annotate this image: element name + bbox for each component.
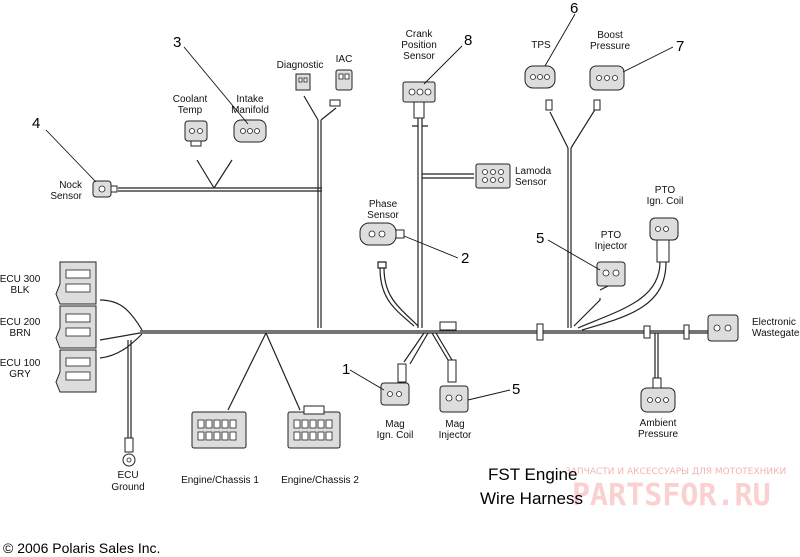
tps-connector — [524, 65, 556, 89]
engine-chassis-2-label: Engine/Chassis 2 — [281, 475, 359, 486]
callout-7: 7 — [676, 38, 684, 55]
phase-sensor-label-2: Sensor — [367, 210, 399, 221]
callout-4: 4 — [32, 115, 40, 132]
intake-manifold-label-2: Manifold — [231, 105, 269, 116]
electronic-wastegate-label-1: Electronic — [752, 317, 796, 328]
ambient-pressure-label-1: Ambient — [640, 418, 677, 429]
crank-position-label-1: Crank — [406, 29, 434, 40]
callout-2: 2 — [461, 250, 469, 267]
copyright-notice: © 2006 Polaris Sales Inc. — [3, 540, 160, 556]
callout-1: 1 — [342, 361, 350, 378]
lambda-sensor-label-2: Sensor — [515, 177, 547, 188]
mag-injector-label-2: Injector — [439, 430, 472, 441]
phase-sensor-label-1: Phase — [369, 199, 398, 210]
pto-ign-coil-label-2: Ign. Coil — [647, 196, 684, 207]
tps-label: TPS — [531, 40, 551, 51]
boost-pressure-connector — [589, 65, 625, 91]
harness-wires — [99, 95, 728, 438]
crank-position-connector — [402, 81, 436, 119]
pto-ign-coil-connector — [649, 217, 679, 263]
pto-injector-label-2: Injector — [595, 241, 628, 252]
intake-manifold-connector — [233, 119, 267, 143]
ecu-ground-label-2: Ground — [111, 482, 144, 493]
callout-3: 3 — [173, 34, 181, 51]
ecu-200-label-1: ECU 200 — [0, 317, 41, 328]
ecu-ground-label-1: ECU — [117, 470, 138, 481]
callout-5-mag: 5 — [512, 381, 520, 398]
ecu-300-label-1: ECU 300 — [0, 274, 41, 285]
boost-pressure-label-2: Pressure — [590, 41, 630, 52]
coolant-temp-label-1: Coolant — [173, 94, 208, 105]
lambda-sensor-label-1: Lamoda — [515, 166, 552, 177]
diagram-title-line-2: Wire Harness — [480, 489, 583, 508]
watermark-logo: PARTSFOR.RU — [572, 478, 771, 513]
ecu-200-connector — [55, 305, 97, 349]
ambient-pressure-connector — [640, 377, 676, 413]
callout-8: 8 — [464, 32, 472, 49]
diagram-title-line-1: FST Engine — [488, 465, 577, 484]
coolant-temp-connector — [184, 120, 208, 147]
boost-pressure-label-1: Boost — [597, 30, 623, 41]
callout-6: 6 — [570, 0, 578, 17]
mag-ign-coil-connector — [380, 363, 410, 406]
callout-numbers: 3 8 6 7 4 2 5 1 5 — [32, 0, 684, 398]
ecu-300-label-2: BLK — [11, 285, 30, 296]
pto-ign-coil-label-1: PTO — [655, 185, 676, 196]
callout-leaders — [45, 13, 674, 401]
ecu-100-connector — [55, 349, 97, 393]
knock-sensor-label-1: Nock — [59, 180, 83, 191]
watermark: ЗАПЧАСТИ И АКСЕССУАРЫ ДЛЯ МОТОТЕХНИКИ PA… — [565, 467, 786, 513]
engine-chassis-1-connector — [191, 411, 247, 449]
lambda-sensor-connector — [475, 163, 511, 189]
electronic-wastegate-connector — [707, 314, 739, 342]
phase-sensor-connector — [359, 222, 405, 246]
crank-position-label-2: Position — [401, 40, 437, 51]
component-labels: Nock Sensor Coolant Temp Intake Manifold… — [0, 29, 800, 493]
intake-manifold-label-1: Intake — [236, 94, 264, 105]
mag-injector-connector — [439, 359, 469, 413]
mag-injector-label-1: Mag — [445, 419, 464, 430]
mag-ign-coil-label-2: Ign. Coil — [377, 430, 414, 441]
callout-5-pto: 5 — [536, 230, 544, 247]
ecu-100-label-2: GRY — [9, 369, 31, 380]
iac-connector — [335, 69, 353, 91]
crank-position-label-3: Sensor — [403, 51, 435, 62]
mag-ign-coil-label-1: Mag — [385, 419, 404, 430]
knock-sensor-label-2: Sensor — [50, 191, 82, 202]
engine-chassis-1-label: Engine/Chassis 1 — [181, 475, 259, 486]
watermark-tagline: ЗАПЧАСТИ И АКСЕССУАРЫ ДЛЯ МОТОТЕХНИКИ — [565, 467, 786, 477]
ecu-ground-terminal — [122, 437, 136, 467]
pto-injector-connector — [596, 261, 626, 287]
electronic-wastegate-label-2: Wastegate — [752, 328, 800, 339]
pto-injector-label-1: PTO — [601, 230, 622, 241]
iac-label: IAC — [336, 54, 353, 65]
ecu-300-connector — [55, 261, 97, 305]
diagnostic-label: Diagnostic — [277, 60, 324, 71]
knock-sensor-connector — [92, 180, 118, 198]
ambient-pressure-label-2: Pressure — [638, 429, 678, 440]
ecu-100-label-1: ECU 100 — [0, 358, 41, 369]
coolant-temp-label-2: Temp — [178, 105, 203, 116]
diagnostic-connector — [295, 73, 311, 91]
ecu-200-label-2: BRN — [9, 328, 30, 339]
engine-chassis-2-connector — [287, 405, 341, 449]
connectors — [55, 65, 739, 467]
